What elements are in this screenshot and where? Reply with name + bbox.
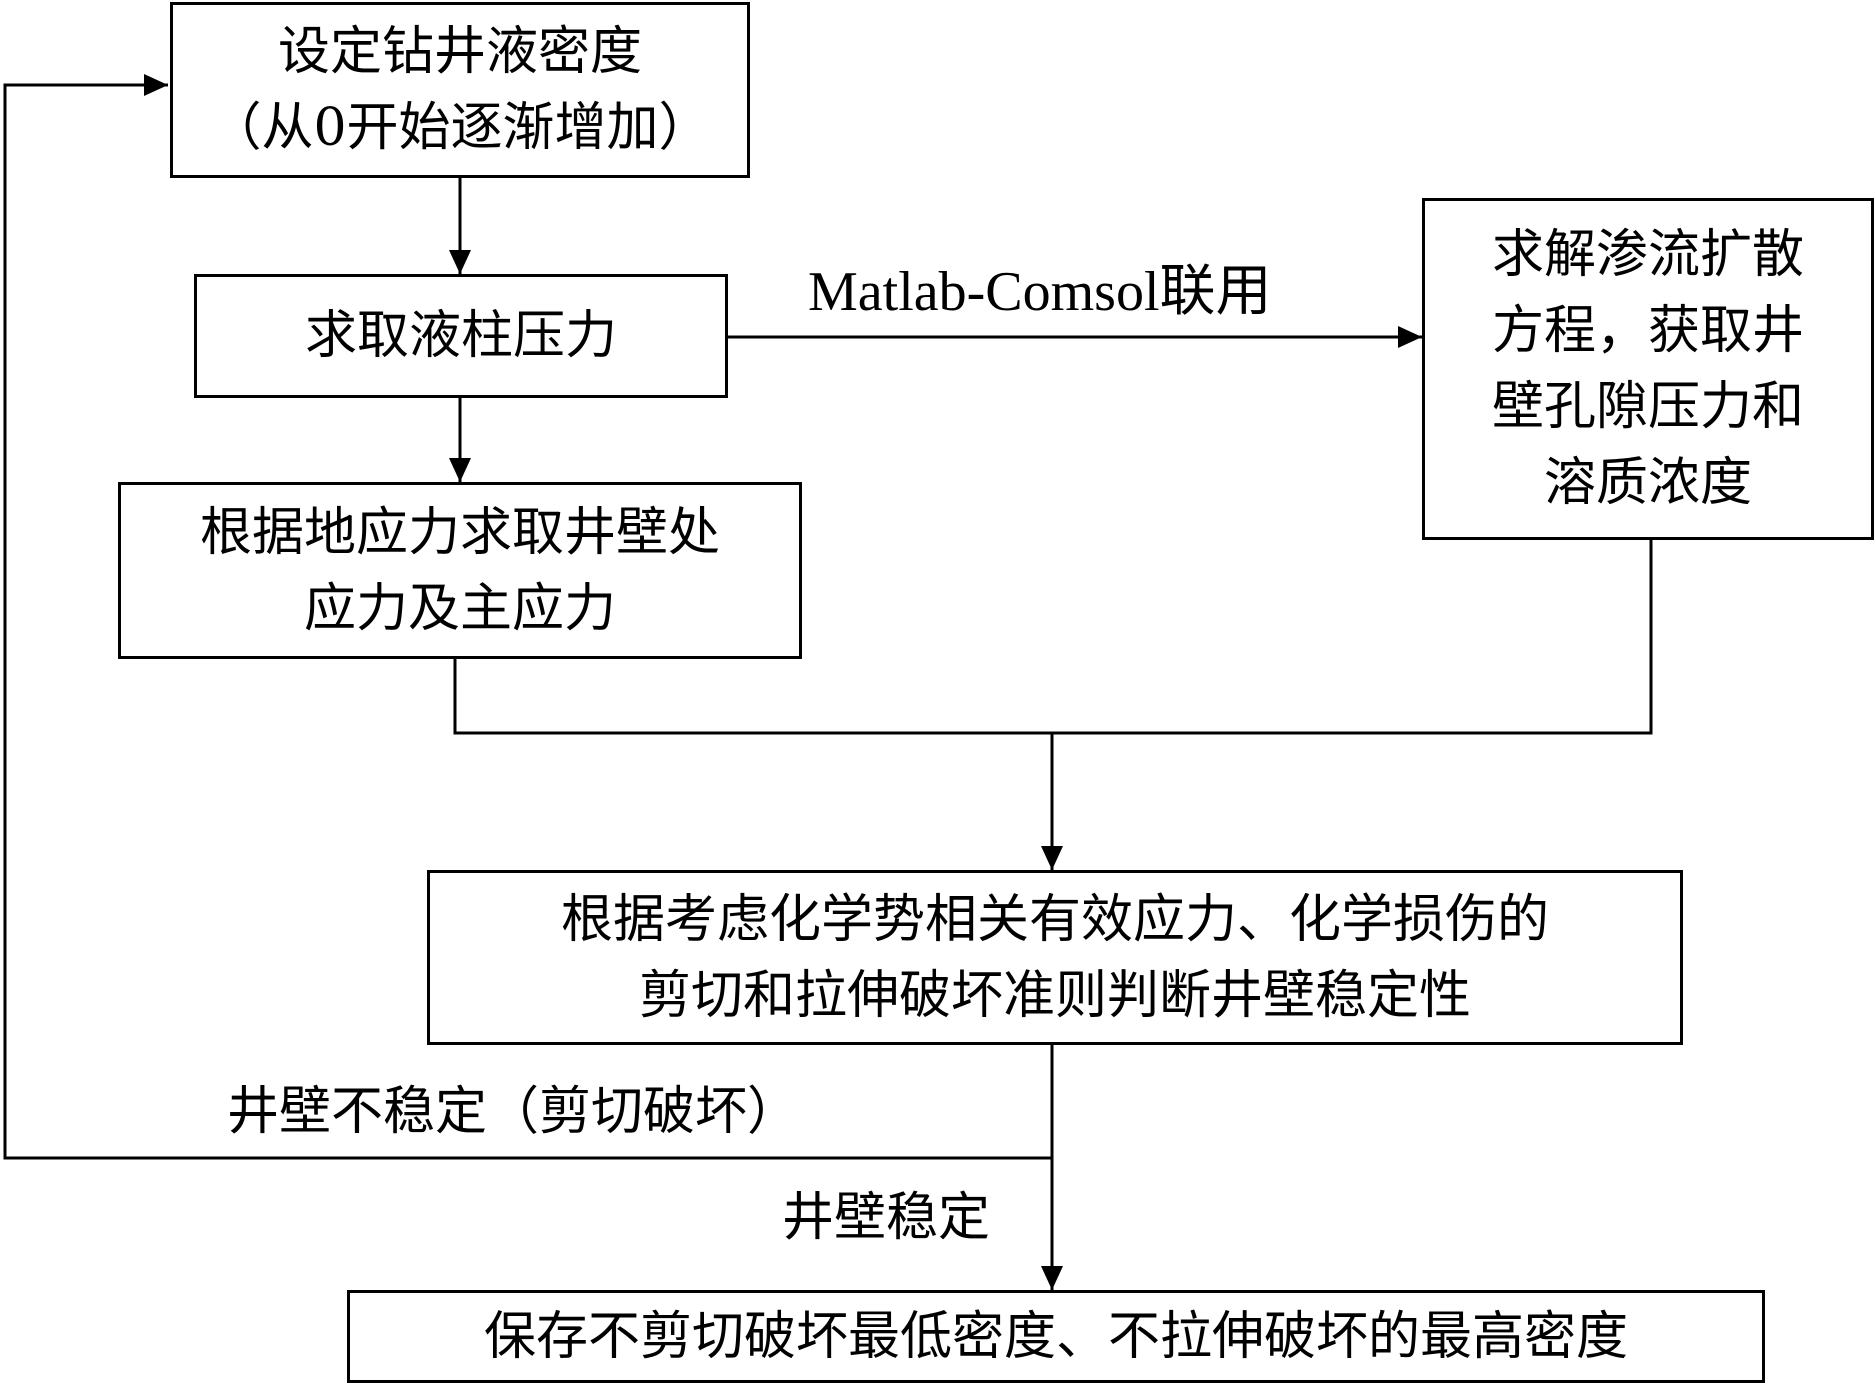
node-wall-stress-line-1: 根据地应力求取井壁处 — [199, 502, 720, 563]
node-wall-stress: 根据地应力求取井壁处 应力及主应力 — [118, 482, 802, 659]
node-set-density-line-1: 设定钻井液密度 — [277, 22, 642, 82]
node-seepage-line-2: 方程，获取井 — [1491, 301, 1804, 361]
node-stability-criteria: 根据考虑化学势相关有效应力、化学损伤的 剪切和拉伸破坏准则判断井壁稳定性 — [427, 870, 1683, 1045]
node-set-density-line-2: （从0开始逐渐增加） — [209, 98, 711, 158]
edge-label-unstable: 井壁不稳定（剪切破坏） — [227, 1082, 800, 1142]
arrow-unstable-feedback — [3, 74, 1052, 1160]
edge-label-coupling: Matlab-Comsol联用 — [808, 261, 1272, 323]
node-criteria-line-1: 根据考虑化学势相关有效应力、化学损伤的 — [560, 889, 1549, 950]
node-set-density: 设定钻井液密度 （从0开始逐渐增加） — [170, 2, 750, 178]
node-liquid-column-line-1: 求取液柱压力 — [304, 306, 617, 366]
node-seepage-diffusion: 求解渗流扩散 方程，获取井 壁孔隙压力和 溶质浓度 — [1422, 198, 1874, 540]
node-seepage-line-4: 溶质浓度 — [1543, 453, 1752, 513]
edge-label-stable: 井壁稳定 — [782, 1188, 991, 1248]
node-seepage-line-3: 壁孔隙压力和 — [1491, 377, 1804, 437]
node-save-result: 保存不剪切破坏最低密度、不拉伸破坏的最高密度 — [347, 1290, 1765, 1383]
node-criteria-line-2: 剪切和拉伸破坏准则判断井壁稳定性 — [638, 965, 1471, 1026]
node-seepage-line-1: 求解渗流扩散 — [1491, 225, 1804, 285]
node-save-line-1: 保存不剪切破坏最低密度、不拉伸破坏的最高密度 — [483, 1306, 1628, 1367]
node-liquid-column-pressure: 求取液柱压力 — [194, 274, 728, 398]
node-wall-stress-line-2: 应力及主应力 — [303, 578, 616, 639]
